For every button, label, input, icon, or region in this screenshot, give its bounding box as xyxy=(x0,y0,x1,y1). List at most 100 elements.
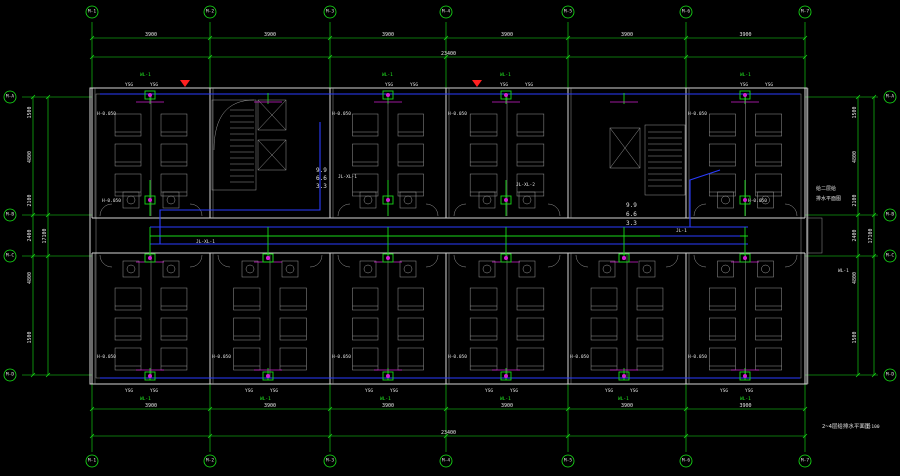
dim-tick-bottom xyxy=(207,406,213,412)
bed-block xyxy=(516,317,545,341)
axis-bubble-top-label: M-1 xyxy=(88,9,96,15)
bed-block xyxy=(233,317,261,341)
dim-tick-bottom xyxy=(565,406,571,412)
toilet-fixture xyxy=(245,264,255,274)
shaft-x xyxy=(609,127,641,169)
stair-level-right-2: 6.6 xyxy=(626,211,637,218)
toilet-fixture xyxy=(482,264,492,274)
axis-bubble-bottom xyxy=(561,454,575,468)
door-swing xyxy=(547,203,561,217)
bed-block xyxy=(397,173,424,197)
valve-top xyxy=(500,90,512,100)
valve-bottom xyxy=(262,371,274,381)
dim-tick-bottom xyxy=(327,433,333,439)
toilet-fixture xyxy=(642,264,652,274)
axis-bubble-right-label: M-B xyxy=(886,212,894,218)
toilet-fixture xyxy=(363,195,373,205)
valve-label: YSG xyxy=(605,388,613,394)
dimension-text-bottom: 3900 xyxy=(264,403,276,409)
dim-tick-right xyxy=(871,253,877,259)
valve-bottom xyxy=(382,371,394,381)
dim-tick-right xyxy=(871,212,877,218)
shaft-x xyxy=(257,139,287,171)
valve-label: YSG xyxy=(510,388,518,394)
valve-top xyxy=(382,90,394,100)
dim-tick-left xyxy=(45,94,51,100)
dimension-total-top: 23400 xyxy=(441,51,456,57)
dimension-text-right: 1500 xyxy=(852,106,858,118)
dim-tick-top xyxy=(683,54,689,60)
level-label: H-0.050 xyxy=(448,111,467,117)
bed-block xyxy=(516,113,545,137)
level-label: H-0.050 xyxy=(688,354,707,360)
bed-block xyxy=(469,347,498,371)
bed-block xyxy=(397,143,424,167)
riser-label: WL-1 xyxy=(140,72,151,78)
dim-tick-top xyxy=(683,35,689,41)
valve-label: YSG xyxy=(630,388,638,394)
dimension-text-left: 2100 xyxy=(27,194,33,206)
axis-bubble-bottom xyxy=(85,454,99,468)
level-label: H-0.050 xyxy=(448,354,467,360)
bed-block xyxy=(590,347,618,371)
dim-tick-top xyxy=(327,35,333,41)
bed-block xyxy=(114,287,142,311)
axis-bubble-top xyxy=(203,5,217,19)
dimension-text-bottom: 3900 xyxy=(382,403,394,409)
valve-label: YSG xyxy=(500,82,508,88)
room-label-line2: 排水平面图 xyxy=(816,195,841,202)
toilet-fixture xyxy=(721,195,730,205)
dim-tick-bottom xyxy=(207,433,213,439)
axis-bubble-top-label: M-2 xyxy=(206,9,214,15)
door-swing xyxy=(665,254,679,268)
bed-block xyxy=(160,317,188,341)
valve-label: YSG xyxy=(245,388,253,394)
valve-corridor-dot xyxy=(148,256,152,260)
axis-bubble-bottom-label: M-3 xyxy=(326,458,334,464)
dimension-text-top: 3900 xyxy=(501,32,513,38)
toilet-fixture xyxy=(482,195,492,205)
door-swing xyxy=(337,254,351,268)
bed-block xyxy=(516,173,545,197)
valve-mid-dot xyxy=(504,198,508,202)
valve-label: YSG xyxy=(125,82,133,88)
riser-label: WL-1 xyxy=(382,72,393,78)
bed-block xyxy=(516,143,545,167)
axis-bubble-top-label: M-7 xyxy=(801,9,809,15)
bed-block xyxy=(709,287,736,311)
toilet-fixture xyxy=(403,264,413,274)
valve-label: YSG xyxy=(385,82,393,88)
dim-tick-top xyxy=(802,35,808,41)
axis-bubble-bottom xyxy=(323,454,337,468)
fixture xyxy=(598,260,616,278)
dim-tick-left xyxy=(45,212,51,218)
axis-bubble-top xyxy=(798,5,812,19)
toilet-fixture xyxy=(363,264,373,274)
bed-block xyxy=(755,143,782,167)
bed-block xyxy=(636,347,664,371)
bed-block xyxy=(516,347,545,371)
dimension-text-right: 4800 xyxy=(852,272,858,284)
dim-tick-top xyxy=(443,35,449,41)
door-swing xyxy=(547,254,561,268)
fixture xyxy=(757,260,774,278)
axis-bubble-top xyxy=(439,5,453,19)
bed-block xyxy=(516,287,545,311)
riser-label: WL-1 xyxy=(740,396,751,402)
axis-bubble-bottom xyxy=(203,454,217,468)
shaft xyxy=(609,127,641,169)
dim-tick-top xyxy=(327,54,333,60)
valve-corridor xyxy=(618,253,630,263)
bed-block xyxy=(709,347,736,371)
valve-bottom-dot xyxy=(386,374,390,378)
valve-bottom-dot xyxy=(266,374,270,378)
dim-tick-left xyxy=(30,212,36,218)
dimension-total-bottom: 23400 xyxy=(441,430,456,436)
dim-tick-bottom xyxy=(683,406,689,412)
fixture xyxy=(162,260,180,278)
stair-core-left xyxy=(211,99,257,191)
door-swing xyxy=(337,203,351,217)
toilet-fixture xyxy=(126,264,136,274)
axis-bubble-bottom-label: M-4 xyxy=(442,458,450,464)
door-swing xyxy=(425,203,439,217)
